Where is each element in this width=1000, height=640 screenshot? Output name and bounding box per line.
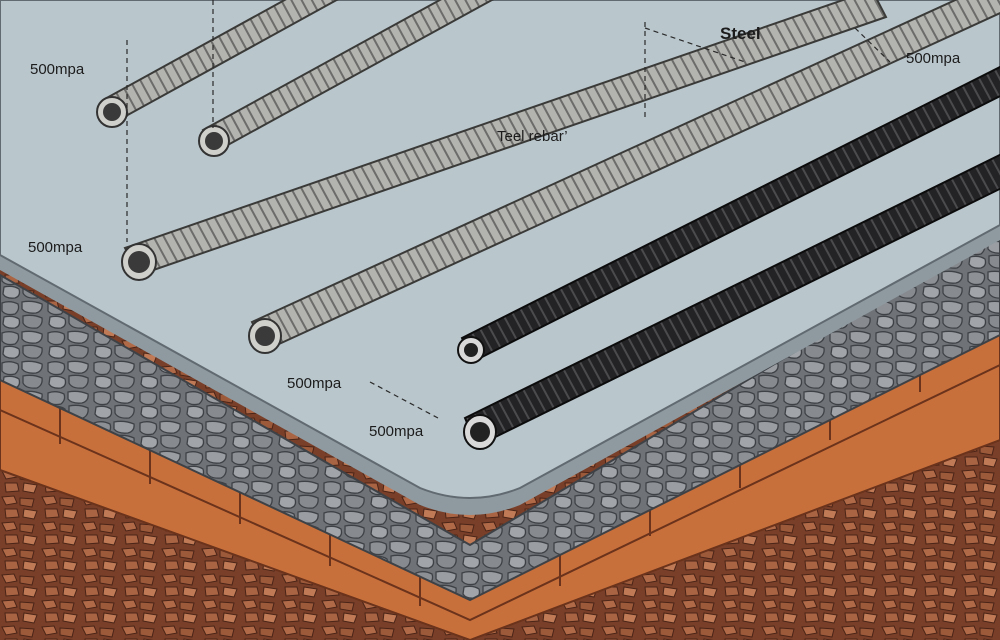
label-500mpa-4: 500mpa <box>287 375 342 392</box>
label-500mpa-2: 500mpa <box>28 239 83 256</box>
rebar-silver-3 <box>121 0 888 281</box>
label-500mpa-1: 500mpa <box>30 61 85 78</box>
rebar-silver-2 <box>198 0 494 157</box>
leader-lines <box>126 0 891 419</box>
rebar-silver-4 <box>248 0 1000 354</box>
rebar-black-1 <box>457 65 1000 364</box>
label-500mpa-3: 500mpa <box>906 50 961 67</box>
rebar-black-2 <box>463 153 1000 450</box>
label-rebar: Teel rebar’ <box>497 128 568 145</box>
label-500mpa-5: 500mpa <box>369 423 424 440</box>
gravel-layer <box>0 228 1000 602</box>
rebar-silver-1 <box>96 0 339 128</box>
label-steel: Steel <box>720 24 761 43</box>
